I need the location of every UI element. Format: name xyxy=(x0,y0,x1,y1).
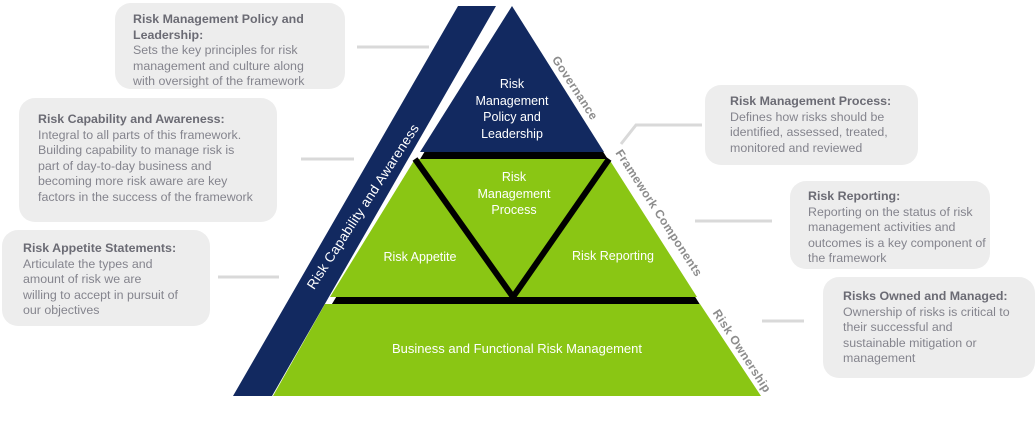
components-tier-shape xyxy=(330,159,697,297)
callout-body: Sets the key principles for risk managem… xyxy=(133,43,305,88)
callout-title: Risk Capability and Awareness: xyxy=(38,112,225,126)
tier-divider-left xyxy=(412,157,516,299)
governance-tier-shape xyxy=(420,6,604,152)
callout-body: Ownership of risks is critical to their … xyxy=(843,304,1010,366)
callout-body: Integral to all parts of this framework.… xyxy=(38,127,253,204)
callout-appetite-statements: Risk Appetite Statements: Articulate the… xyxy=(2,230,210,326)
callout-risks-owned: Risks Owned and Managed: Ownership of ri… xyxy=(823,277,1035,378)
callout-body: Articulate the types and amount of risk … xyxy=(23,256,178,318)
tier-label-business: Business and Functional Risk Management xyxy=(391,341,643,356)
callout-management-process: Risk Management Process: Defines how ris… xyxy=(705,85,918,165)
callout-body: Reporting on the status of risk manageme… xyxy=(808,204,986,266)
tier-label-reporting: Risk Reporting xyxy=(572,249,654,263)
tier-divider-right xyxy=(510,157,612,299)
tier-label-policy-leadership: Risk Management Policy and Leadership xyxy=(475,77,549,141)
callout-title: Risk Management Policy and Leadership: xyxy=(133,12,304,42)
callout-title: Risk Management Process: xyxy=(730,94,892,108)
callout-title: Risk Reporting: xyxy=(808,189,901,203)
callout-body: Defines how risks should be identified, … xyxy=(730,109,888,155)
callout-title: Risks Owned and Managed: xyxy=(843,289,1008,303)
tier-label-appetite: Risk Appetite xyxy=(383,250,457,264)
callout-risk-reporting: Risk Reporting: Reporting on the status … xyxy=(790,181,990,269)
ownership-tier-shape xyxy=(273,304,761,396)
connector-process xyxy=(619,123,702,145)
callout-title: Risk Appetite Statements: xyxy=(23,241,177,255)
capability-stripe-shape xyxy=(233,6,496,396)
callout-capability-awareness: Risk Capability and Awareness: Integral … xyxy=(19,98,277,222)
tier-label-process: Risk Management Process xyxy=(477,170,551,217)
base-bar xyxy=(206,396,795,428)
callout-policy-leadership: Risk Management Policy and Leadership: S… xyxy=(115,3,345,89)
